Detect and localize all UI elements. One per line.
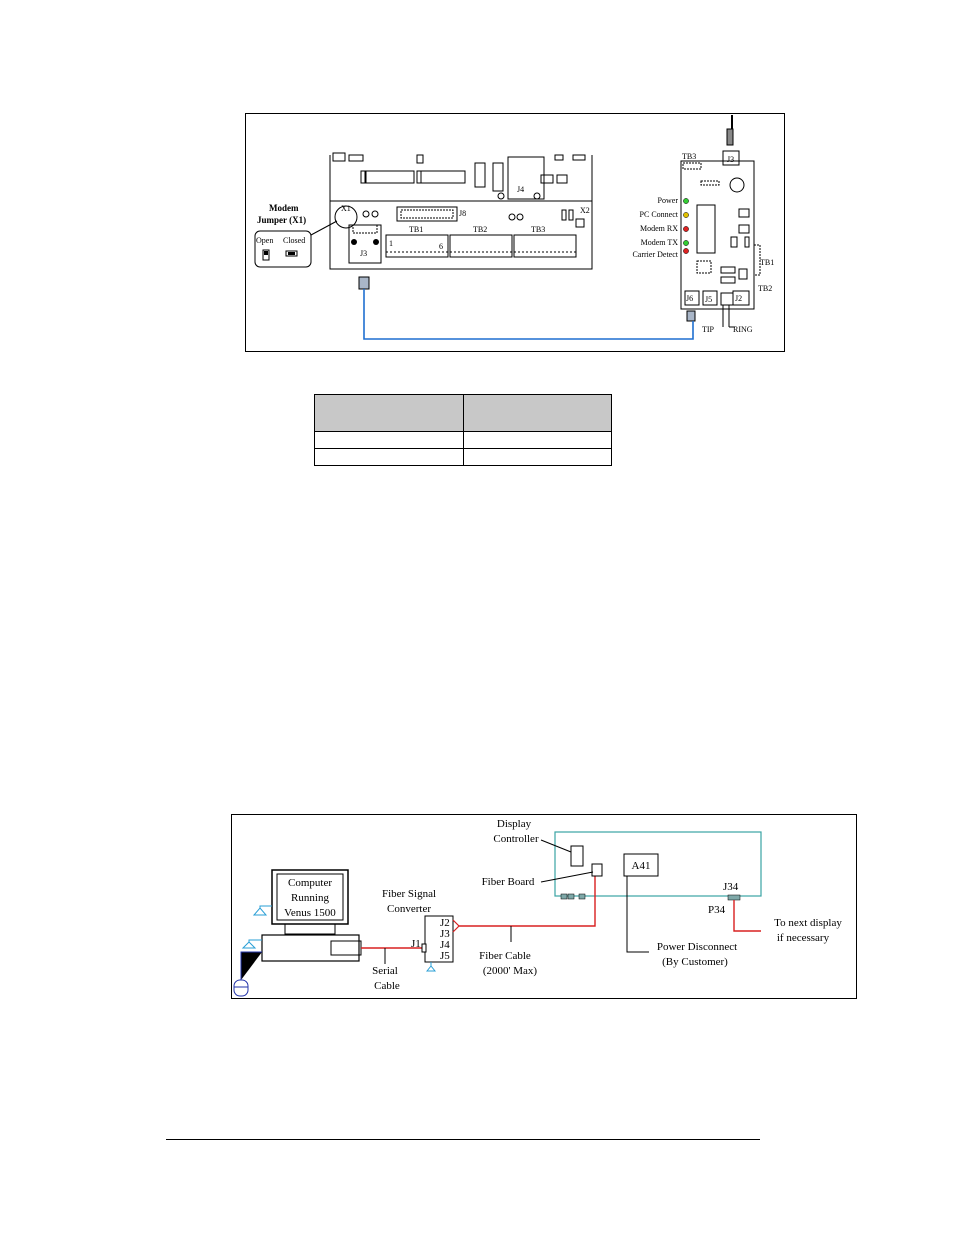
modem-jumper-label-1: Modem: [269, 203, 299, 213]
serial-cable-label-1: Serial: [372, 965, 398, 977]
port-label: J5: [440, 950, 450, 962]
fiber-signal-converter: [424, 915, 454, 963]
modem-board: [680, 115, 761, 328]
led-modem-tx-icon: [683, 240, 689, 246]
a41-label: A41: [632, 860, 651, 872]
led-label: Modem RX: [640, 224, 678, 233]
fiber-cable-label-2: (2000' Max): [483, 965, 538, 977]
fiber-board-leader: [540, 871, 594, 883]
power-disconnect-leader: [626, 876, 649, 953]
modem-wiring-figure: Modem Jumper (X1) X1 J8 X2 J4 J3 TB1 TB2…: [245, 113, 785, 352]
table-row: [314, 448, 612, 466]
x1-label: X1: [341, 204, 351, 213]
a41-box: [623, 853, 659, 877]
power-disconnect-label-1: Power Disconnect: [657, 941, 737, 953]
led-modem-rx-icon: [683, 226, 689, 232]
j4-label: J4: [517, 185, 524, 194]
converter-power-plug-icon: [425, 962, 437, 972]
jumper-inset: [254, 220, 338, 268]
j8-label: J8: [459, 209, 466, 218]
j3-label: J3: [360, 249, 367, 258]
port-label: J2: [440, 917, 450, 929]
footer-rule: [166, 1139, 760, 1140]
modem-tb2-label: TB2: [758, 284, 772, 293]
mouse-icon: [233, 951, 262, 997]
fiber-system-figure: Computer Running Venus 1500 Serial Cable…: [231, 814, 857, 999]
fiber-cable-label-1: Fiber Cable: [479, 950, 531, 962]
speaker-plug-icon: [241, 939, 262, 949]
j34-label: J34: [723, 881, 739, 893]
cable-plug-left: [358, 276, 370, 290]
power-disconnect-label-2: (By Customer): [662, 956, 728, 968]
led-pc-connect-icon: [683, 212, 689, 218]
p34-label: P34: [708, 904, 726, 916]
cable-plug-right: [686, 310, 696, 322]
computer-label-2: Running: [291, 892, 329, 904]
jumper-closed-label: Closed: [283, 236, 305, 245]
converter-label-1: Fiber Signal: [382, 888, 436, 900]
led-label: Modem TX: [641, 238, 679, 247]
display-controller-label-1: Display: [497, 818, 532, 830]
modem-cable: [363, 289, 694, 340]
next-display-label-1: To next display: [774, 917, 842, 929]
modem-tb1-label: TB1: [760, 258, 774, 267]
modem-j2-label: J2: [735, 294, 742, 303]
converter-label-2: Converter: [387, 903, 431, 915]
table-row: [314, 431, 612, 449]
jumper-open-label: Open: [256, 236, 273, 245]
modem-j3-label: J3: [727, 155, 734, 164]
tip-label: TIP: [702, 325, 715, 334]
led-power-icon: [683, 198, 689, 204]
enclosure-connector-icon: [560, 893, 586, 900]
table-header-cell: [314, 394, 464, 432]
fiber-cable-line: [459, 876, 596, 927]
next-display-cable: [733, 900, 761, 932]
led-carrier-detect-icon: [683, 248, 689, 254]
settings-table: [314, 394, 612, 466]
computer-label-3: Venus 1500: [284, 907, 336, 919]
figure-border: [231, 814, 857, 999]
x2-label: X2: [580, 206, 590, 215]
table-cell: [462, 431, 612, 449]
display-controller-leader: [540, 839, 572, 853]
led-label: Power: [658, 196, 679, 205]
computer-label-1: Computer: [288, 877, 332, 889]
display-enclosure: [554, 831, 762, 897]
serial-cable-label-2: Cable: [374, 980, 400, 992]
modem-j5-label: J5: [705, 295, 712, 304]
pin-first-label: 1: [389, 239, 393, 248]
table-header-row: [314, 394, 612, 432]
pin-last-label: 6: [439, 242, 443, 251]
port-label: J3: [440, 928, 450, 940]
display-controller: [570, 845, 584, 867]
led-label: Carrier Detect: [632, 250, 678, 259]
table-cell: [314, 431, 464, 449]
port-label: J4: [440, 939, 450, 951]
keyboard-plug-icon: [252, 905, 272, 916]
j34-connector: [727, 894, 741, 901]
next-display-label-2: if necessary: [777, 932, 830, 944]
j1-port: [421, 943, 427, 953]
tb2-label: TB2: [473, 225, 487, 234]
display-controller-label-2: Controller: [493, 833, 539, 845]
table-header-cell: [462, 394, 612, 432]
table-cell: [462, 448, 612, 466]
led-label: PC Connect: [640, 210, 679, 219]
controller-board: [329, 152, 593, 270]
modem-tb3-label: TB3: [682, 152, 696, 161]
ring-label: RING: [733, 325, 753, 334]
tb3-label: TB3: [531, 225, 545, 234]
fiber-board-label: Fiber Board: [482, 876, 535, 888]
fiber-board: [591, 863, 603, 877]
tb1-label: TB1: [409, 225, 423, 234]
j1-label: J1: [411, 938, 421, 950]
table-cell: [314, 448, 464, 466]
modem-jumper-label-2: Jumper (X1): [257, 215, 306, 225]
figure-border: [245, 113, 785, 352]
led-indicator-list: Power PC Connect Modem RX Modem TX Carri…: [632, 196, 689, 259]
modem-j6-label: J6: [686, 294, 693, 303]
